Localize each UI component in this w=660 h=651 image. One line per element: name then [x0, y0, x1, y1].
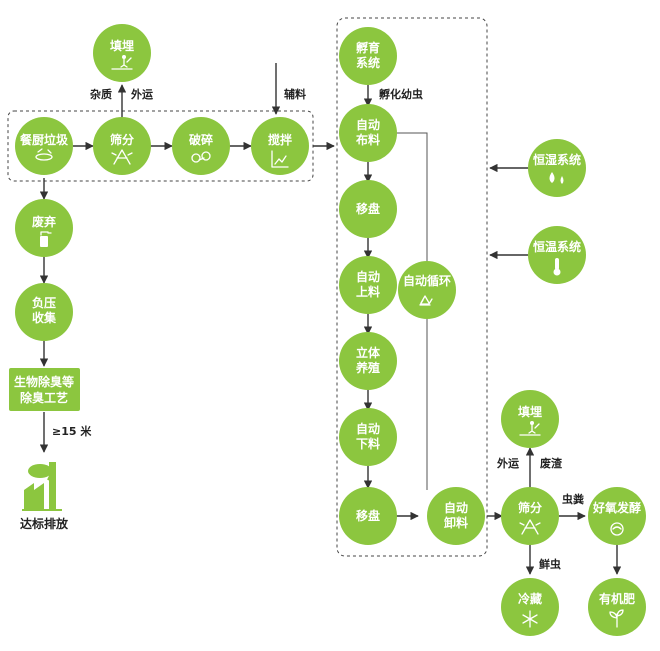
shovel-icon	[519, 421, 541, 436]
node-vertical: 立体 养殖	[339, 332, 397, 390]
node-canteen-waste: 餐厨垃圾	[15, 117, 73, 175]
node-auto-load: 自动 上料	[339, 256, 397, 314]
label-hatch-larvae: 孵化幼虫	[379, 87, 423, 101]
node-auto-cycle: 自动循环	[398, 261, 456, 319]
node-landfill-top: 填埋	[93, 24, 151, 82]
node-label: 负压	[32, 295, 56, 310]
node-screen1: 筛分	[93, 117, 151, 175]
node-label: 搅拌	[268, 132, 292, 147]
node-label: 移盘	[356, 201, 380, 216]
node-label: 有机肥	[599, 591, 635, 606]
recycle-loop-line	[396, 132, 428, 490]
node-label: 养殖	[355, 360, 380, 375]
node-label: 自动	[356, 421, 380, 436]
node-cold: 冷藏	[501, 578, 559, 636]
screen-icon	[111, 149, 133, 165]
node-bio-deodor: 生物除臭等 除臭工艺	[9, 368, 80, 411]
node-label: 除臭工艺	[20, 390, 68, 405]
node-discard: 废弃	[15, 199, 73, 257]
label-fresh-insect: 鲜虫	[539, 557, 561, 571]
thermometer-icon	[553, 258, 561, 276]
sprout-icon	[609, 609, 624, 628]
fermentation-icon	[610, 522, 624, 536]
node-auto-spread: 自动 布料	[339, 104, 397, 162]
node-label: 移盘	[356, 508, 380, 523]
snowflake-icon	[522, 610, 538, 628]
node-label: 自动	[356, 269, 380, 284]
breeding-group-box	[336, 17, 488, 557]
label-height: ≥15 米	[52, 424, 92, 438]
node-label: 筛分	[110, 132, 134, 147]
node-screen2: 筛分	[501, 487, 559, 545]
node-label: 破碎	[189, 132, 213, 147]
label-residue: 废渣	[540, 456, 563, 470]
node-label: 筛分	[518, 500, 542, 515]
label-impurity: 杂质	[90, 87, 112, 101]
node-label: 自动	[356, 117, 380, 132]
node-label: 自动循环	[403, 273, 451, 288]
node-label: 系统	[356, 55, 380, 70]
spray-bottle-icon	[40, 231, 52, 247]
node-humidity: 恒湿系统	[528, 139, 586, 197]
node-negpress: 负压 收集	[15, 283, 73, 341]
node-label: 下料	[356, 436, 380, 451]
label-transport-out-top: 外运	[130, 87, 153, 101]
node-emission: 达标排放	[20, 516, 69, 531]
node-move2: 移盘	[339, 487, 397, 545]
node-stir: 搅拌	[251, 117, 309, 175]
node-label: 卸料	[444, 515, 468, 530]
food-waste-icon	[35, 148, 53, 161]
node-label: 孵育	[356, 40, 380, 55]
node-label: 餐厨垃圾	[20, 132, 69, 147]
node-label: 生物除臭等	[14, 374, 74, 389]
crusher-icon	[191, 151, 211, 163]
screen-icon	[519, 519, 541, 535]
node-label: 自动	[444, 500, 468, 515]
label-frass: 虫粪	[562, 492, 584, 506]
node-incubate: 孵育 系统	[339, 27, 397, 85]
recycle-icon	[419, 295, 433, 306]
node-label: 恒湿系统	[533, 152, 581, 167]
label-transport-out-right: 外运	[496, 456, 519, 470]
node-label: 收集	[32, 310, 57, 325]
node-label: 上料	[356, 284, 380, 299]
node-auto-unload: 自动 下料	[339, 408, 397, 466]
label-auxiliary: 辅料	[284, 87, 306, 101]
node-label: 废弃	[32, 214, 56, 229]
factory-emission-icon	[22, 462, 62, 511]
water-drop-icon	[549, 172, 564, 184]
node-aerobic: 好氧发酵	[588, 487, 646, 545]
node-move1: 移盘	[339, 180, 397, 238]
node-fertilizer: 有机肥	[588, 578, 646, 636]
node-label: 冷藏	[518, 591, 542, 606]
node-label: 立体	[356, 345, 381, 360]
node-label: 布料	[356, 132, 380, 147]
node-auto-discharge: 自动 卸料	[427, 487, 485, 545]
mixer-icon	[271, 150, 289, 168]
shovel-icon	[111, 55, 133, 70]
node-crush: 破碎	[172, 117, 230, 175]
node-temperature: 恒温系统	[528, 226, 586, 284]
node-landfill-right: 填埋	[501, 390, 559, 448]
node-label: 好氧发酵	[592, 500, 641, 515]
node-label: 填埋	[518, 404, 542, 419]
node-label: 填埋	[110, 38, 134, 53]
node-label: 恒温系统	[533, 239, 581, 254]
